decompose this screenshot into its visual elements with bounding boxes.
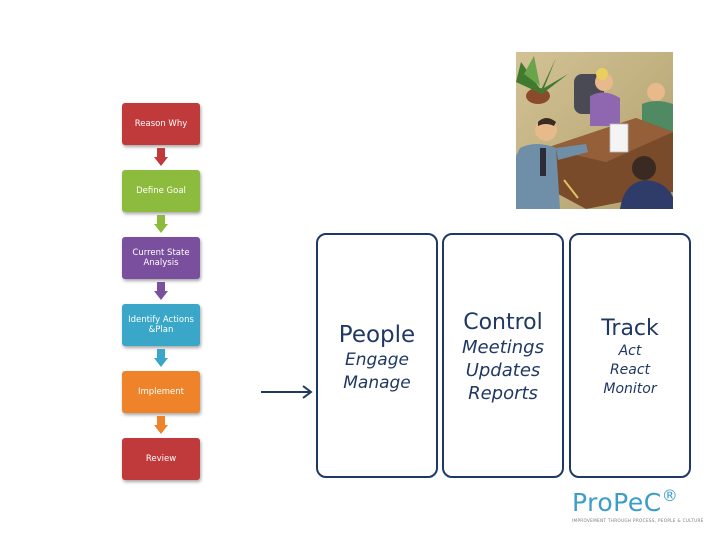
logo-tagline: IMPROVEMENT THROUGH PROCESS, PEOPLE & CU…	[572, 518, 704, 523]
down-arrow-icon	[154, 215, 168, 233]
step-review: Review	[122, 438, 200, 480]
step-define-goal: Define Goal	[122, 170, 200, 212]
panel-control: Control Meetings Updates Reports	[442, 233, 564, 478]
step-implement: Implement	[122, 371, 200, 413]
panel-title: People	[338, 322, 416, 348]
meeting-clipart-image	[516, 52, 673, 209]
panel-item: Monitor	[603, 381, 657, 397]
panel-track: Track Act React Monitor	[569, 233, 691, 478]
panel-item: React	[609, 362, 651, 378]
down-arrow-icon	[154, 349, 168, 367]
step-current-state-analysis: Current State Analysis	[122, 237, 200, 279]
right-arrow-icon	[261, 385, 313, 399]
step-label: Current State Analysis	[132, 248, 190, 268]
propec-logo: ProPeC® IMPROVEMENT THROUGH PROCESS, PEO…	[572, 486, 712, 523]
panel-item: Meetings	[462, 337, 544, 358]
down-arrow-icon	[154, 282, 168, 300]
panel-item: Updates	[465, 360, 541, 381]
step-label: Implement	[137, 387, 184, 397]
logo-name: ProPeC	[572, 488, 662, 517]
step-label: Identify Actions &Plan	[128, 315, 194, 335]
panel-item: Manage	[343, 373, 411, 393]
panel-item: Reports	[468, 383, 538, 404]
panel-item: Engage	[345, 350, 409, 370]
panel-item: Act	[618, 343, 642, 359]
registered-mark: ®	[661, 486, 679, 505]
step-label: Review	[145, 454, 177, 464]
down-arrow-icon	[154, 148, 168, 166]
step-reason-why: Reason Why	[122, 103, 200, 145]
step-label: Define Goal	[136, 186, 186, 196]
panel-people: People Engage Manage	[316, 233, 438, 478]
step-label: Reason Why	[134, 119, 188, 129]
down-arrow-icon	[154, 416, 168, 434]
panel-title: Track	[601, 316, 659, 341]
panel-title: Control	[463, 310, 543, 335]
step-identify-actions: Identify Actions &Plan	[122, 304, 200, 346]
